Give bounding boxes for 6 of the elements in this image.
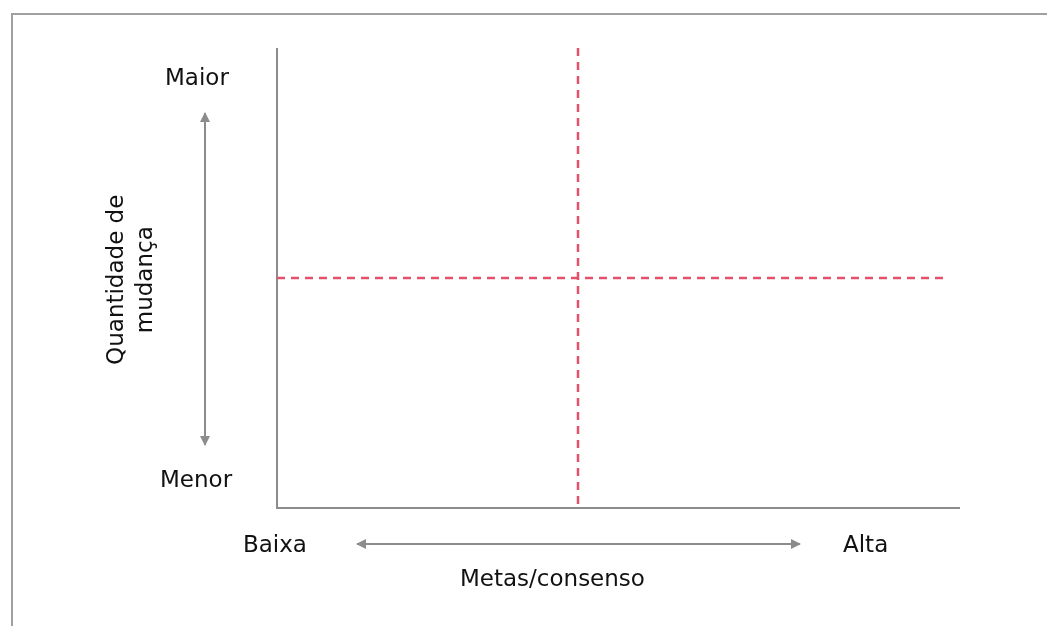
axis-label: Alta: [843, 531, 889, 558]
axis-label: Menor: [160, 466, 233, 493]
axis-title: Quantidade de mudança: [101, 193, 158, 368]
axis-title: Metas/consenso: [460, 565, 645, 592]
axis-label: Baixa: [243, 531, 307, 558]
axis-label: Maior: [165, 64, 229, 91]
